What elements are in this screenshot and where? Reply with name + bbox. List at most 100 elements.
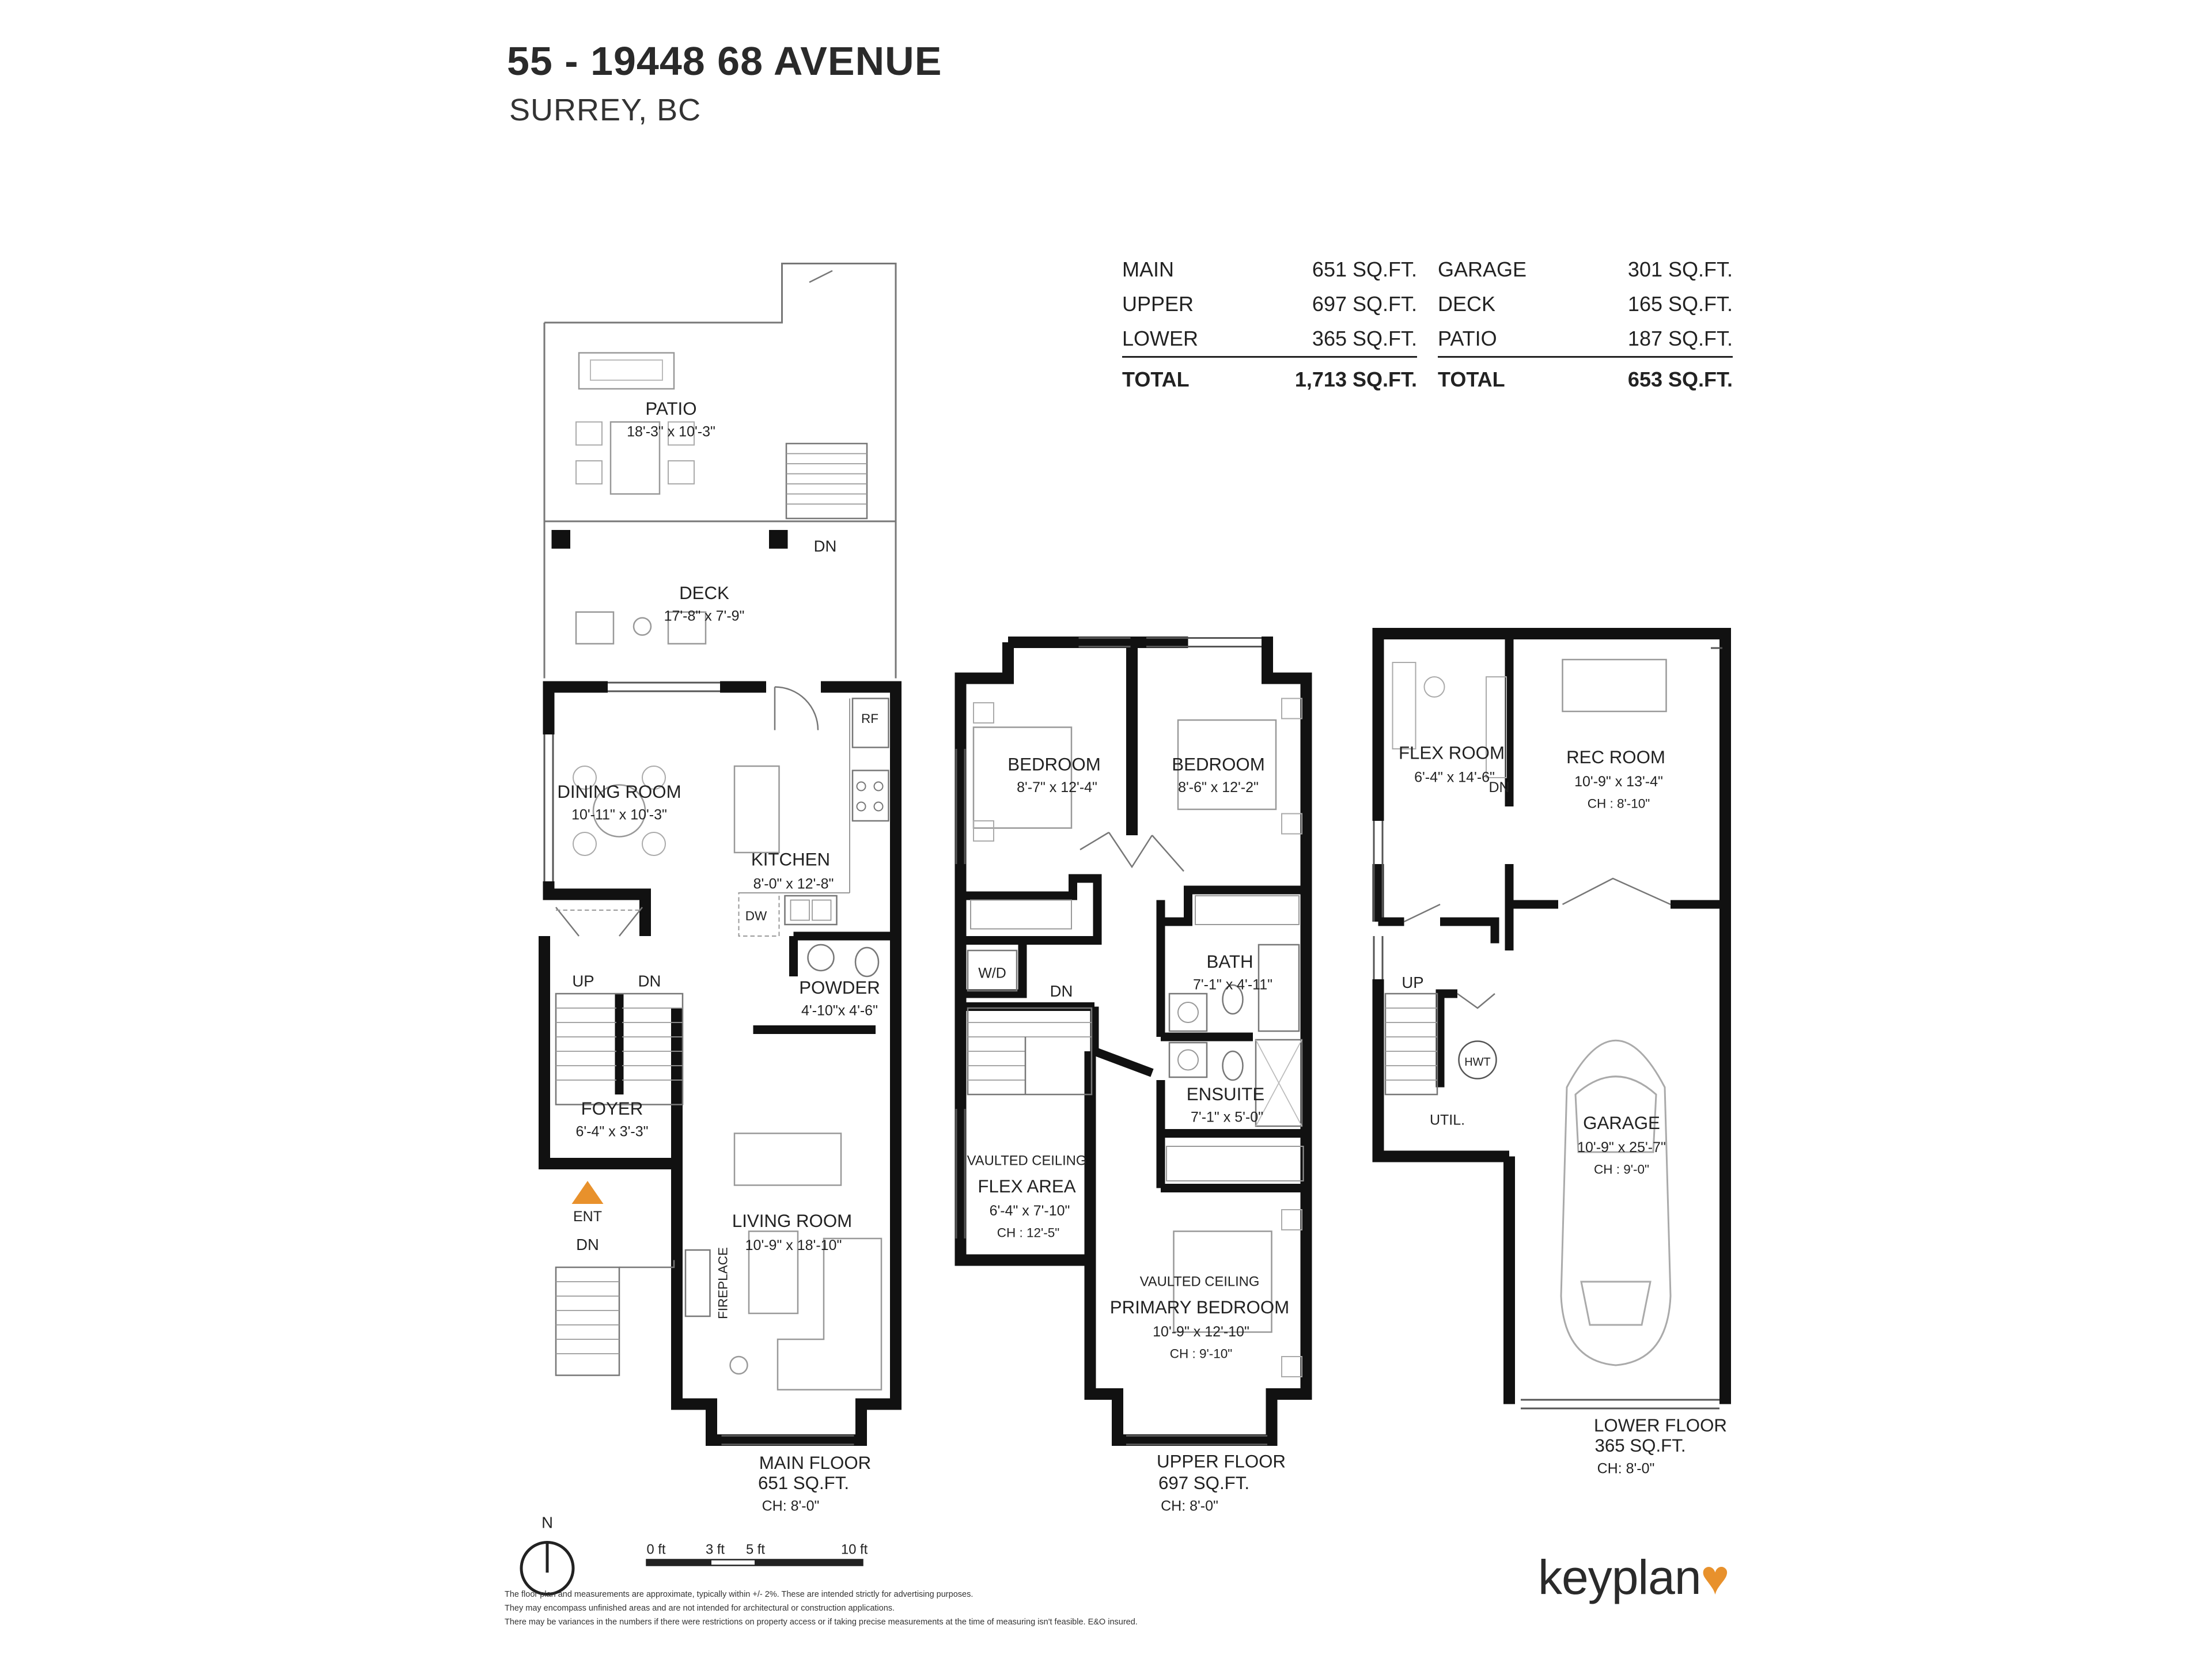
stair-dn-label: DN — [1488, 779, 1509, 796]
upper-floor — [955, 637, 1312, 1446]
room-dims-bedroom-2: 8'-6" x 12'-2" — [1178, 779, 1259, 796]
north-label: N — [541, 1514, 553, 1532]
floor-ch-lower: CH: 8'-0" — [1597, 1461, 1655, 1477]
brand-mark-icon: ♥ — [1700, 1550, 1730, 1604]
room-note-primary: VAULTED CEILING — [1140, 1274, 1260, 1290]
area-label: MAIN — [1122, 257, 1174, 281]
room-dims-foyer: 6'-4" x 3'-3" — [576, 1124, 649, 1140]
room-dims-bedroom-1: 8'-7" x 12'-4" — [1017, 779, 1097, 796]
room-name-bedroom-1: BEDROOM — [1007, 755, 1100, 775]
room-name-bedroom-2: BEDROOM — [1172, 755, 1264, 775]
main-floor-labels: PATIO 18'-3" x 10'-3" DECK 17'-8" x 7'-9… — [557, 399, 880, 1514]
area-row: MAIN 651 SQ.FT. — [1122, 252, 1417, 287]
room-dims-dining: 10'-11" x 10'-3" — [571, 807, 667, 823]
scale-label: 5 ft — [746, 1542, 765, 1558]
floor-name-upper: UPPER FLOOR — [1157, 1452, 1286, 1472]
area-total-label: TOTAL — [1122, 368, 1190, 391]
stair-up-label: UP — [572, 972, 594, 990]
keyplan-logo: keyplan♥ — [1538, 1550, 1729, 1605]
room-dims-flex-room: 6'-4" x 14'-6" — [1414, 770, 1495, 786]
scale-label: 0 ft — [647, 1542, 666, 1558]
scale-label: 3 ft — [706, 1542, 725, 1558]
disclaimer-line: They may encompass unfinished areas and … — [505, 1604, 895, 1613]
room-ch-garage: CH : 9'-0" — [1594, 1162, 1649, 1177]
brand-name: keyplan — [1538, 1550, 1702, 1604]
floor-area-upper: 697 SQ.FT. — [1158, 1473, 1249, 1493]
room-ch-flex-area: CH : 12'-5" — [997, 1226, 1060, 1240]
area-label: PATIO — [1438, 321, 1573, 358]
area-value: 301 SQ.FT. — [1627, 257, 1733, 281]
stair-dn-label: DN — [638, 972, 661, 990]
area-label: GARAGE — [1438, 257, 1527, 281]
disclaimer: The floor plan and measurements are appr… — [505, 1588, 1369, 1629]
room-name-living: LIVING ROOM — [732, 1211, 852, 1231]
lower-floor-labels: FLEX ROOM 6'-4" x 14'-6" DN REC ROOM 10'… — [1399, 743, 1727, 1477]
room-dims-powder: 4'-10"x 4'-6" — [801, 1003, 878, 1019]
room-name-flex-area: FLEX AREA — [978, 1176, 1075, 1196]
room-name-patio: PATIO — [645, 399, 696, 419]
room-name-deck: DECK — [679, 583, 729, 603]
upper-floor-labels: BEDROOM 8'-7" x 12'-4" BEDROOM 8'-6" x 1… — [967, 755, 1290, 1514]
room-name-kitchen: KITCHEN — [751, 850, 830, 870]
room-ch-primary-bedroom: CH : 9'-10" — [1170, 1347, 1233, 1361]
stair-dn-label: DN — [576, 1236, 599, 1253]
room-name-flex-room: FLEX ROOM — [1399, 743, 1505, 763]
floor-name-main: MAIN FLOOR — [759, 1453, 871, 1473]
hot-water-tank-label: HWT — [1464, 1056, 1491, 1069]
scale-labels: 0 ft 3 ft 5 ft 10 ft — [647, 1542, 868, 1558]
room-dims-rec-room: 10'-9" x 13'-4" — [1574, 774, 1663, 790]
entrance-label: ENT — [573, 1209, 602, 1225]
area-row: GARAGE 301 SQ.FT. — [1438, 252, 1733, 287]
disclaimer-line: The floor plan and measurements are appr… — [505, 1590, 974, 1599]
car-icon — [1560, 1039, 1672, 1366]
area-value: 697 SQ.FT. — [1312, 292, 1417, 316]
fridge-label: RF — [861, 711, 878, 726]
lower-floor — [1372, 628, 1731, 1410]
room-dims-patio: 18'-3" x 10'-3" — [627, 424, 715, 440]
scale-label: 10 ft — [841, 1542, 868, 1558]
area-value: 165 SQ.FT. — [1627, 292, 1733, 316]
fireplace-label: FIREPLACE — [716, 1247, 730, 1319]
room-dims-deck: 17'-8" x 7'-9" — [664, 608, 745, 624]
entrance-marker-icon — [571, 1181, 604, 1204]
main-floor — [539, 263, 902, 1446]
floor-ch-upper: CH: 8'-0" — [1161, 1498, 1218, 1514]
room-name-primary-bedroom: PRIMARY BEDROOM — [1110, 1297, 1289, 1317]
room-name-dining: DINING ROOM — [557, 782, 681, 802]
room-name-rec-room: REC ROOM — [1566, 747, 1665, 767]
area-total-value: 653 SQ.FT. — [1627, 368, 1733, 391]
scale-bar — [646, 1559, 863, 1566]
room-dims-kitchen: 8'-0" x 12'-8" — [753, 876, 834, 892]
stair-up-label: UP — [1402, 974, 1423, 991]
property-city: SURREY, BC — [509, 93, 702, 127]
area-value: 187 SQ.FT. — [1573, 321, 1733, 358]
room-name-garage: GARAGE — [1583, 1113, 1660, 1133]
floor-name-lower: LOWER FLOOR — [1594, 1415, 1727, 1435]
area-total-label: TOTAL — [1438, 368, 1505, 391]
room-dims-living: 10'-9" x 18'-10" — [745, 1237, 842, 1253]
area-total-row: TOTAL 653 SQ.FT. — [1438, 357, 1733, 402]
floor-area-main: 651 SQ.FT. — [758, 1473, 849, 1493]
area-total-value: 1,713 SQ.FT. — [1294, 368, 1417, 391]
room-name-bath: BATH — [1206, 952, 1253, 972]
room-dims-ensuite: 7'-1" x 5'-0" — [1191, 1109, 1263, 1126]
room-dims-garage: 10'-9" x 25'-7" — [1577, 1139, 1666, 1156]
north-arrow-icon — [520, 1541, 575, 1596]
room-dims-flex-area: 6'-4" x 7'-10" — [990, 1203, 1070, 1219]
area-total-row: TOTAL 1,713 SQ.FT. — [1122, 357, 1417, 402]
room-dims-bath: 7'-1" x 4'-11" — [1193, 977, 1272, 993]
area-label: LOWER — [1122, 321, 1236, 358]
area-value: 651 SQ.FT. — [1312, 257, 1417, 281]
room-ch-rec-room: CH : 8'-10" — [1588, 797, 1650, 811]
washer-dryer-label: W/D — [978, 965, 1006, 982]
room-note-flex-area: VAULTED CEILING — [967, 1153, 1087, 1169]
area-value: 365 SQ.FT. — [1235, 321, 1417, 358]
floor-ch-main: CH: 8'-0" — [762, 1498, 820, 1514]
stair-dn-label: DN — [1050, 982, 1073, 1000]
